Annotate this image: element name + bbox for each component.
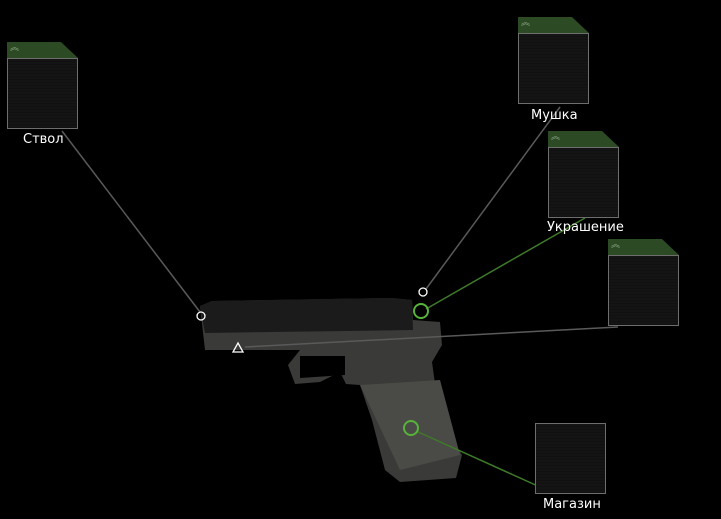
front-sight-marker[interactable] <box>418 287 428 297</box>
magazine-marker[interactable] <box>403 420 419 436</box>
chevrons-up-icon: ︽ <box>10 43 20 53</box>
magazine-slot-label: Магазин <box>543 497 601 512</box>
chevrons-up-icon: ︽ <box>551 132 561 142</box>
front-sight-connector-line <box>425 106 561 290</box>
barrel-slot-header: ︽ <box>7 42 78 58</box>
unnamed-slot[interactable] <box>608 255 679 326</box>
barrel-connector-line <box>61 130 201 313</box>
front-sight-slot[interactable] <box>518 33 589 104</box>
unnamed-marker-triangle[interactable] <box>231 341 245 353</box>
magazine-connector-line <box>415 430 541 488</box>
decoration-slot-header: ︽ <box>548 131 619 147</box>
decoration-marker[interactable] <box>413 303 429 319</box>
front-sight-slot-header: ︽ <box>518 17 589 33</box>
chevrons-up-icon: ︽ <box>521 18 531 28</box>
pistol-model <box>200 298 462 482</box>
barrel-slot-label: Ствол <box>23 132 64 147</box>
decoration-connector-line <box>425 217 586 310</box>
decoration-slot[interactable] <box>548 147 619 218</box>
unnamed-connector-line <box>244 326 619 348</box>
front-sight-slot-label: Мушка <box>531 108 578 123</box>
barrel-slot[interactable] <box>7 58 78 129</box>
chevrons-up-icon: ︽ <box>611 240 621 250</box>
magazine-slot[interactable] <box>535 423 606 494</box>
unnamed-slot-header: ︽ <box>608 239 679 255</box>
barrel-marker[interactable] <box>196 311 206 321</box>
decoration-slot-label: Украшение <box>547 220 624 235</box>
